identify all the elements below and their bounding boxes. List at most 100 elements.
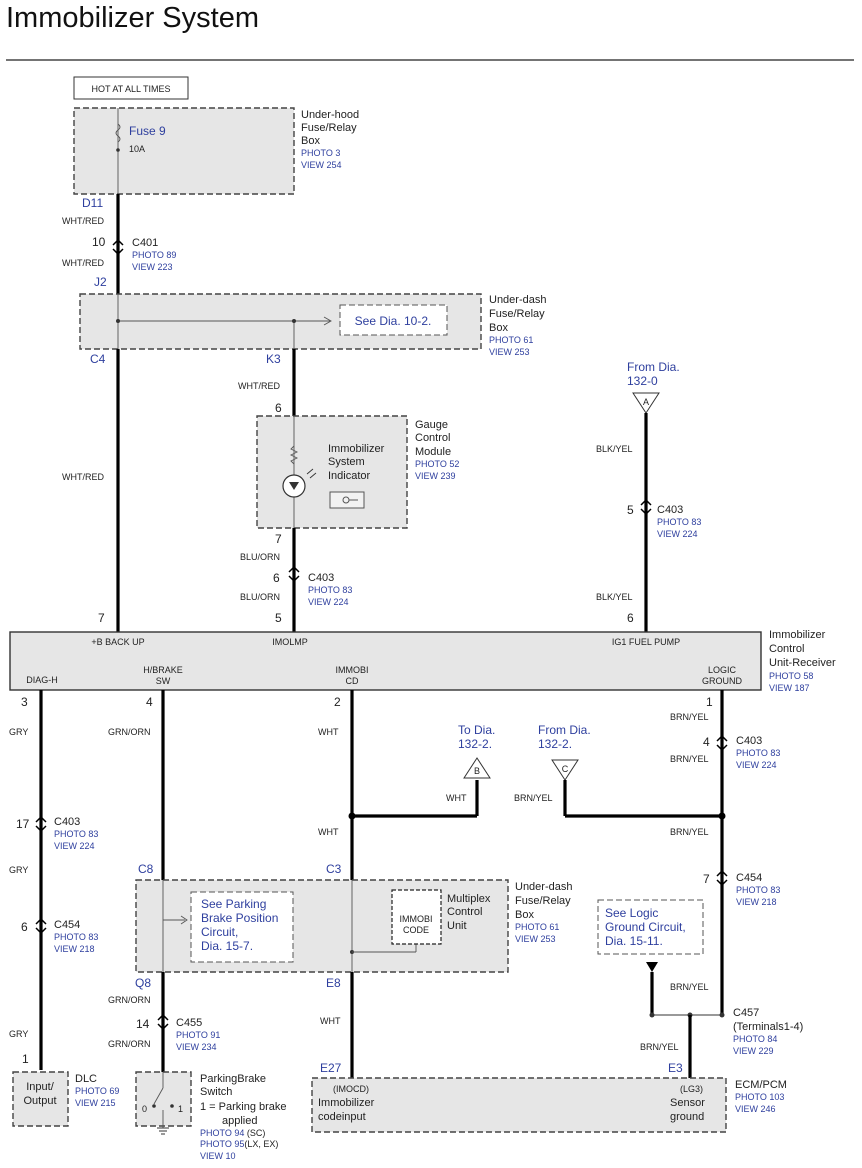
c403a-photo: PHOTO 83 [657,517,701,527]
fuse-icon [115,123,121,143]
immobi-code-box [391,889,442,945]
c455-photo: PHOTO 91 [176,1030,220,1040]
pin-e8: E8 [326,976,341,990]
connector-c454-a-icon [35,917,47,935]
ecm-b3: ground [670,1111,704,1123]
pbs-l1: ParkingBrake [200,1073,266,1085]
svg-text:PHOTO 94 (SC): PHOTO 94 (SC) [200,1128,265,1138]
ud-fuse-l1: Under-dash [489,294,546,306]
ud2-photo: PHOTO 61 [515,922,559,932]
connector-c403-a-icon [640,498,652,516]
pin-d11: D11 [82,196,103,210]
wire-label-grnorn-3: GRN/ORN [108,1039,151,1049]
wire-label-grnorn-2: GRN/ORN [108,995,151,1005]
pbs-l2: Switch [200,1086,232,1098]
pin-3: 3 [21,695,28,709]
c403c-photo: PHOTO 83 [54,829,98,839]
dlc-l2: Output [23,1095,56,1107]
from-dia-a-l1: From Dia. [627,360,680,374]
see-parking-brake-box[interactable] [190,891,294,963]
see-pb-l3: Circuit, [201,925,238,939]
wire-label-brnyel-2: BRN/YEL [670,754,709,764]
uh-fuse-l1: Under-hood [301,109,359,121]
pin-7-gauge: 7 [275,532,282,546]
unit-pin-immobi-2: CD [346,676,359,686]
connector-c403-b-icon [288,565,300,583]
wire-label-2: WHT/RED [62,258,104,268]
c401-view: VIEW 223 [132,262,173,272]
c403a-view: VIEW 224 [657,529,698,539]
to-dia-b-l1: To Dia. [458,723,495,737]
ud-fuse-l3: Box [489,322,508,334]
pin-7-bu: 7 [98,611,105,625]
wire-label-6: BLU/ORN [240,592,280,602]
wire-label-gry-3: GRY [9,1029,28,1039]
c403a-name: C403 [657,504,683,516]
ud-fuse-view: VIEW 253 [489,347,530,357]
gauge-l3: Module [415,446,451,458]
c454b-name: C454 [736,872,762,884]
c454b-view: VIEW 218 [736,897,777,907]
hot-label: HOT AT ALL TIMES [91,84,170,94]
wire-label-wht-4: WHT [320,1016,341,1026]
pin-q8: Q8 [135,976,151,990]
page-title: Immobilizer System [6,2,259,34]
pin-c4: C4 [90,352,106,366]
svg-text:PHOTO 95(LX, EX): PHOTO 95(LX, EX) [200,1139,278,1149]
off-page-b-icon[interactable] [463,757,491,779]
pin-e3: E3 [668,1061,683,1075]
see-logic-l1: See Logic [605,906,658,920]
ud-fuse-l2: Fuse/Relay [489,308,545,320]
connector-c455-icon [157,1013,169,1031]
pin-2: 2 [334,695,341,709]
connector-c403-c-icon [35,815,47,833]
c401-photo: PHOTO 89 [132,250,176,260]
dlc-box [12,1071,69,1127]
ecm-a3: codeinput [318,1111,366,1123]
ecm-name: ECM/PCM [735,1079,787,1091]
pbs-photo-1: PHOTO 94 [200,1128,244,1138]
from-dia-c-l2: 132-2. [538,737,572,751]
immobi-code-l1: IMMOBI [400,914,433,924]
c455-name: C455 [176,1017,202,1029]
pin-6-c454: 6 [21,920,28,934]
dlc-photo: PHOTO 69 [75,1086,119,1096]
light-rays-icon [306,468,317,479]
ud2-l1: Under-dash [515,881,572,893]
c455-view: VIEW 234 [176,1042,217,1052]
gauge-view: VIEW 239 [415,471,456,481]
ud2-view: VIEW 253 [515,934,556,944]
pin-6-gauge: 6 [275,401,282,415]
switch-icon [153,1087,164,1105]
fuse-amp: 10A [129,144,145,154]
see-pb-l2: Brake Position [201,911,278,925]
unit-pin-hbrake-2: SW [156,676,171,686]
fuse-label: Fuse 9 [129,124,166,138]
wire-label-8: BLK/YEL [596,592,633,602]
pin-1-logic: 1 [706,695,713,709]
see-dia-10-2-box[interactable] [339,304,448,336]
under-hood-fuse-box [73,107,295,195]
off-page-c-icon[interactable] [551,759,579,781]
pin-e27: E27 [320,1061,342,1075]
wire-label-gry-2: GRY [9,865,28,875]
gauge-l1: Gauge [415,419,448,431]
wire-label-brnyel-1: BRN/YEL [670,712,709,722]
see-logic-l3: Dia. 15-11. [605,934,663,948]
wire-label-wht-3: WHT [318,827,339,837]
c457-name: C457 [733,1007,759,1019]
c403b-name: C403 [308,572,334,584]
uh-fuse-l2: Fuse/Relay [301,122,357,134]
off-page-a-icon[interactable] [632,392,660,414]
see-logic-ground-box[interactable] [597,899,704,955]
off-page-a-letter: A [643,397,649,407]
c401-name: C401 [132,237,158,249]
immobi-code-l2: CODE [403,925,429,935]
c403b-photo: PHOTO 83 [308,585,352,595]
wire-label-1: WHT/RED [62,216,104,226]
unit-pin-immobi-1: IMMOBI [336,665,369,675]
c454b-photo: PHOTO 83 [736,885,780,895]
gauge-photo: PHOTO 52 [415,459,459,469]
ecm-a2: Immobilizer [318,1097,375,1109]
